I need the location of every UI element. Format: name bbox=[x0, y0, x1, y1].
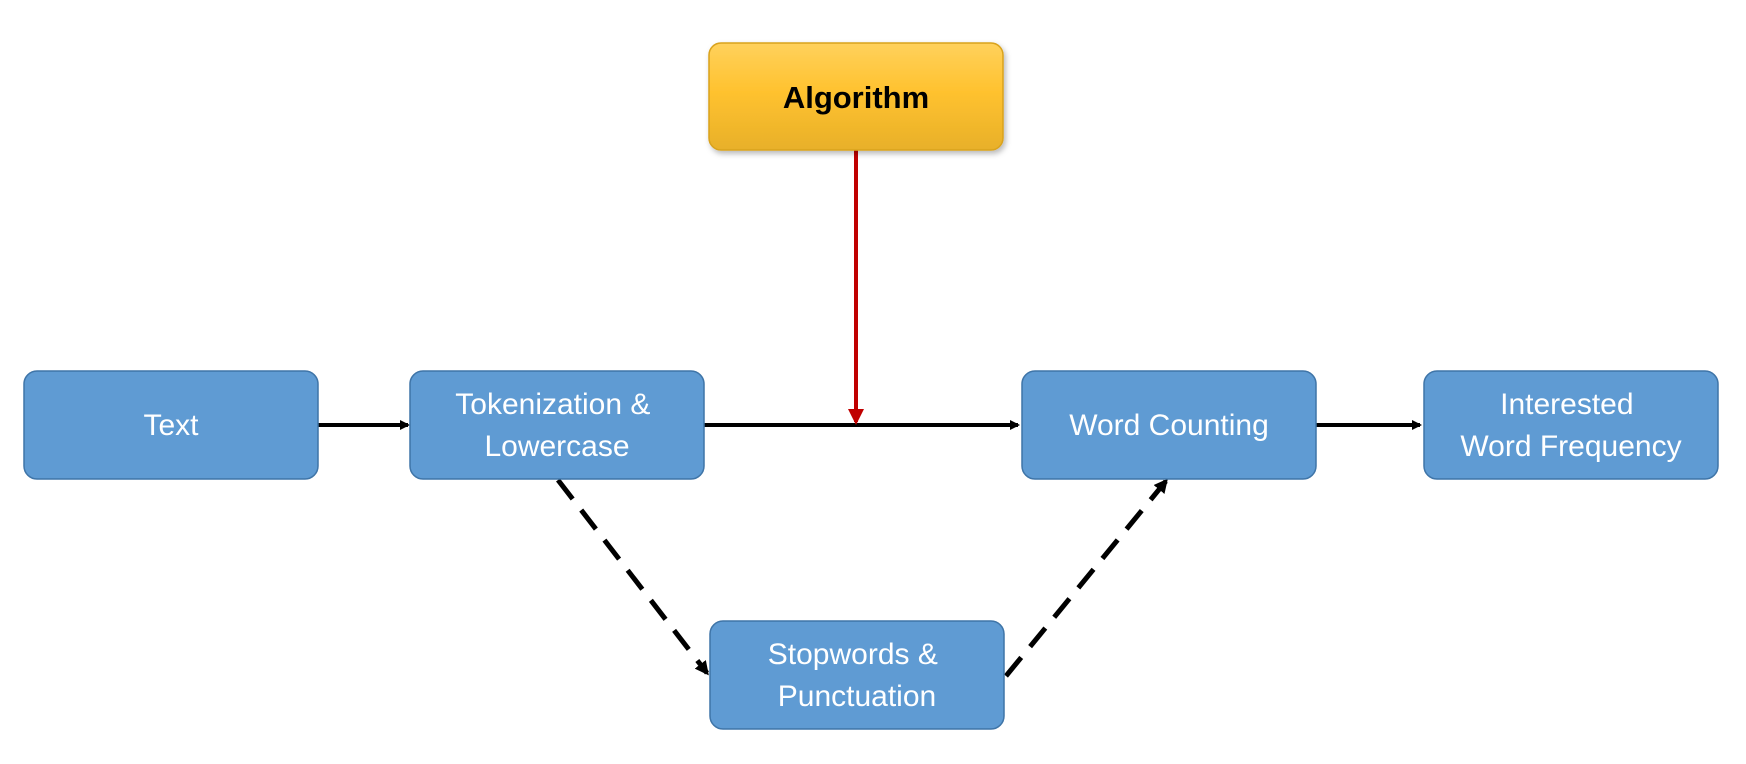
node-tokenization: Tokenization & Lowercase bbox=[409, 370, 705, 480]
interested-label-line-1: Interested bbox=[1500, 388, 1633, 421]
node-interested-word-frequency: Interested Word Frequency bbox=[1423, 370, 1719, 480]
algorithm-label: Algorithm bbox=[783, 80, 929, 115]
interested-label-line-2: Word Frequency bbox=[1460, 430, 1681, 463]
node-stopwords: Stopwords & Punctuation bbox=[709, 620, 1005, 730]
tokenization-label-line-2: Lowercase bbox=[484, 430, 629, 463]
svg-text:Tokenization & Lowercase: Tokenization & Lowercase bbox=[455, 388, 658, 463]
node-word-counting: Word Counting bbox=[1021, 370, 1317, 480]
node-algorithm: Algorithm bbox=[708, 42, 1004, 151]
edge-stopwords-to-word-counting bbox=[1004, 478, 1168, 678]
word-counting-label: Word Counting bbox=[1069, 409, 1269, 442]
svg-text:Stopwords & Punctuation: Stopwords & Punctuation bbox=[768, 638, 946, 713]
stopwords-label-line-2: Punctuation bbox=[778, 680, 936, 713]
text-node-label: Text bbox=[143, 409, 199, 442]
node-text: Text bbox=[23, 370, 319, 480]
edge-tokenization-to-stopwords bbox=[556, 478, 709, 676]
svg-text:Text: Text bbox=[143, 409, 199, 442]
stopwords-label-line-1: Stopwords & bbox=[768, 638, 938, 671]
svg-text:Word Counting: Word Counting bbox=[1069, 409, 1269, 442]
tokenization-label-line-1: Tokenization & bbox=[455, 388, 650, 421]
svg-text:Interested Word Frequenc: Interested Word Frequency bbox=[1460, 388, 1681, 463]
svg-text:Algorithm: Algorithm bbox=[783, 80, 929, 115]
